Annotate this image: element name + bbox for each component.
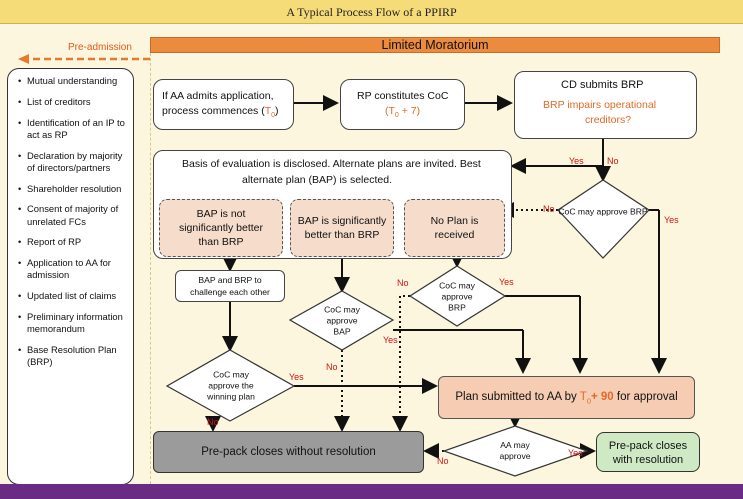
checklist-item: Preliminary information memorandum (18, 311, 129, 335)
decision-coc-approve-bap (288, 290, 395, 351)
checklist-item: Updated list of claims (18, 290, 129, 302)
label-yes: Yes (664, 215, 679, 225)
label-yes: Yes (289, 372, 304, 382)
label-no: No (607, 156, 619, 166)
bottom-bar (0, 484, 743, 499)
option-bap-better: BAP is significantly better than BRP (290, 199, 394, 257)
pre-admission-arrow-icon (18, 54, 150, 64)
label-yes: Yes (499, 277, 514, 287)
pre-admission-label: Pre-admission (68, 42, 132, 53)
option-bap-not-better: BAP is not significantly better than BRP (159, 199, 283, 257)
checklist-item: Shareholder resolution (18, 183, 129, 195)
step-rp-coc-line2: (T0 + 7) (385, 105, 421, 120)
checklist-item: Application to AA for admission (18, 257, 129, 281)
step-rp-coc-line1: RP constitutes CoC (357, 90, 449, 102)
evaluation-line1: Basis of evaluation is disclosed. Altern… (182, 158, 481, 170)
decision-coc-approve-brp-right (557, 179, 650, 259)
checklist-item: Identification of an IP to act as RP (18, 117, 129, 141)
diamond-label-aa-approve: AA may approve (499, 440, 531, 461)
label-yes: Yes (569, 156, 584, 166)
t0-label: T0 (264, 105, 276, 120)
label-no: No (437, 456, 449, 466)
label-yes: Yes (383, 335, 398, 345)
checklist-item: Base Resolution Plan (BRP) (18, 344, 129, 368)
plan-submitted-box: Plan submitted to AA by T0+ 90 for appro… (438, 376, 695, 419)
checklist-item: Declaration by majority of directors/par… (18, 150, 129, 174)
label-no: No (207, 417, 219, 427)
step-rp-constitutes-coc: RP constitutes CoC (T0 + 7) (340, 79, 465, 130)
step-aa-admits-line2: process commences ( (162, 105, 265, 117)
diamond-label-approve-brp-right: CoC may approve BRP (558, 206, 648, 217)
page-title: A Typical Process Flow of a PPIRP (0, 0, 743, 24)
step-cd-line2: BRP impairs operational (543, 99, 657, 111)
moratorium-region (150, 53, 720, 484)
step-cd-line1: CD submits BRP (561, 79, 644, 91)
t0-label: T0 (579, 391, 591, 406)
pre-admission-checklist: Mutual understandingList of creditorsIde… (7, 68, 134, 485)
diamond-label-approve-winning: CoC may approve the winning plan (207, 369, 255, 402)
decision-coc-approve-brp-mid (408, 265, 507, 327)
diamond-label-approve-bap: CoC may approve BAP (324, 304, 360, 337)
step-cd-submits-brp: CD submits BRP BRP impairs operational c… (514, 71, 697, 139)
label-no: No (326, 362, 338, 372)
step-cd-line3: creditors? (585, 114, 632, 126)
challenge-box: BAP and BRP to challenge each other (175, 270, 285, 302)
closes-with-resolution: Pre-pack closes with resolution (596, 432, 700, 472)
checklist-item: Consent of majority of unrelated FCs (18, 203, 129, 227)
option-no-plan: No Plan is received (404, 199, 505, 257)
step-aa-admits-line1: If AA admits application, (162, 90, 274, 102)
diamond-label-approve-brp-mid: CoC may approve BRP (439, 280, 475, 313)
checklist-item: List of creditors (18, 96, 129, 108)
label-no: No (543, 204, 555, 214)
label-yes: Yes (568, 448, 583, 458)
label-no: No (397, 278, 409, 288)
checklist-item: Report of RP (18, 236, 129, 248)
checklist-item: Mutual understanding (18, 75, 129, 87)
step-aa-admits: If AA admits application, process commen… (153, 79, 294, 130)
evaluation-line2: alternate plan (BAP) is selected. (242, 174, 392, 186)
closes-without-resolution: Pre-pack closes without resolution (153, 431, 424, 473)
moratorium-banner: Limited Moratorium (150, 37, 720, 53)
decision-aa-approve (442, 425, 589, 477)
decision-coc-approve-winning (165, 349, 296, 422)
